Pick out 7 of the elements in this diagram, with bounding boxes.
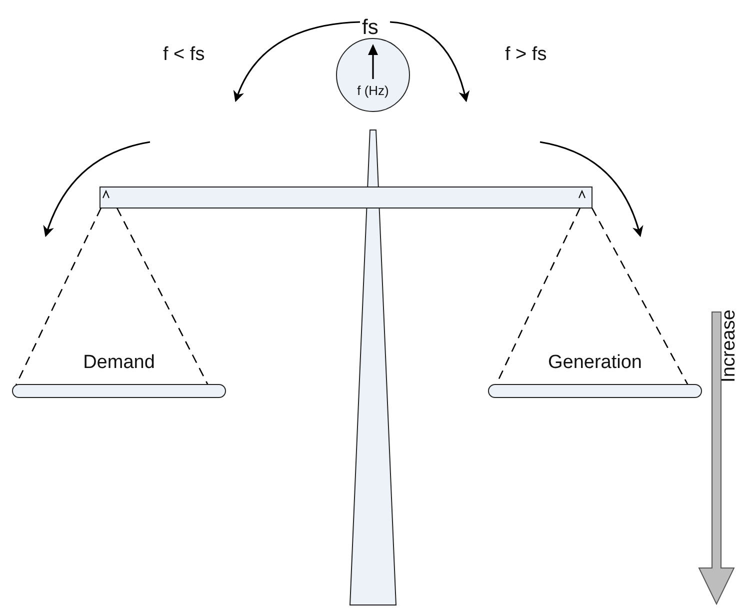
setpoint-label: fs <box>362 16 378 40</box>
dial-label: f (Hz) <box>356 83 390 98</box>
condition-label: f > fs <box>505 44 547 66</box>
pan-label: Demand <box>82 352 156 374</box>
pan-label: Generation <box>546 352 643 374</box>
condition-label: f < fs <box>163 44 205 66</box>
axis-label: Increase <box>718 310 740 382</box>
